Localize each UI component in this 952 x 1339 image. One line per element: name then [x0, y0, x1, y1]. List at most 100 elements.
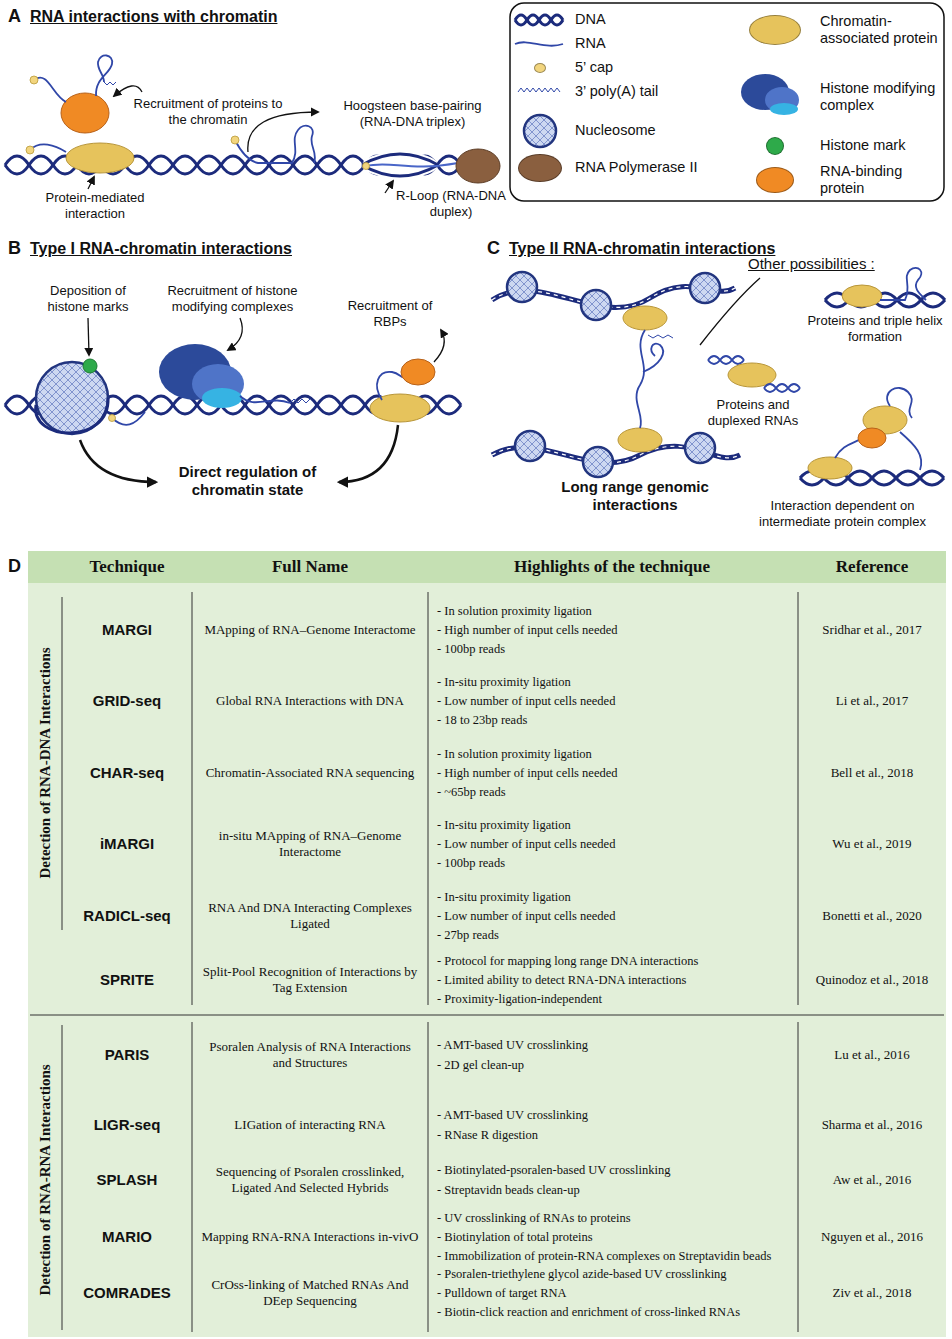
reference: Quinodoz et al., 2018 — [802, 972, 942, 988]
highlight-item: - In solution proximity ligation — [437, 747, 592, 762]
technique-name: CHAR-seq — [65, 764, 189, 782]
highlight-item: - Psoralen-triethylene glycol azide-base… — [437, 1267, 727, 1282]
highlight-item: - Immobilization of protein-RNA complexe… — [437, 1249, 771, 1264]
full-name: in-situ MApping of RNA–Genome Interactom… — [200, 828, 420, 859]
legend-label: RNA Polymerase II — [575, 159, 735, 176]
panel-title: Type I RNA-chromatin interactions — [30, 239, 292, 258]
highlight-item: - In solution proximity ligation — [437, 604, 592, 619]
reference: Wu et al., 2019 — [802, 836, 942, 852]
full-name: MApping of RNA–Genome Interactome — [200, 622, 420, 638]
technique-name: GRID-seq — [65, 692, 189, 710]
legend-label: Chromatin-associated protein — [820, 13, 942, 48]
technique-name: SPLASH — [65, 1171, 189, 1189]
highlight-item: - Biotinylated-psoralen-based UV crossli… — [437, 1163, 670, 1178]
reference: Aw et al., 2016 — [802, 1172, 942, 1188]
highlight-item: - Low number of input cells needed — [437, 837, 615, 852]
table-panel — [28, 551, 946, 1337]
legend-label: DNA — [575, 11, 735, 28]
highlight-item: - In-situ proximity ligation — [437, 675, 571, 690]
annotation: Proteins and duplexed RNAs — [698, 397, 808, 428]
technique-name: SPRITE — [65, 971, 189, 989]
reference: Sharma et al., 2016 — [802, 1117, 942, 1133]
highlight-item: - 2D gel clean-up — [437, 1058, 524, 1073]
full-name: LIGation of interacting RNA — [200, 1117, 420, 1133]
highlight-item: - Biotinylation of total proteins — [437, 1230, 593, 1245]
legend-swatch — [756, 167, 794, 193]
column-header: Technique — [90, 557, 165, 577]
legend-label: Histone mark — [820, 137, 942, 154]
full-name: Mapping RNA-RNA Interactions in-vivO — [200, 1229, 420, 1245]
reference: Bell et al., 2018 — [802, 765, 942, 781]
legend-label: RNA-binding protein — [820, 163, 942, 198]
highlight-item: - AMT-based UV crosslinking — [437, 1108, 588, 1123]
section-label: Detection of RNA-DNA Interactions — [36, 598, 54, 928]
section-label: Detection of RNA-RNA Interactions — [36, 1015, 54, 1339]
legend-swatch — [766, 137, 784, 155]
highlight-item: - 100bp reads — [437, 642, 505, 657]
full-name: RNA And DNA Interacting Complexes Ligate… — [200, 900, 420, 931]
highlight-item: - RNase R digestion — [437, 1128, 538, 1143]
table-header-bar — [28, 551, 946, 583]
legend-swatch — [749, 15, 801, 45]
annotation: Deposition of histone marks — [28, 283, 148, 314]
highlight-item: - Pulldown of target RNA — [437, 1286, 567, 1301]
technique-name: iMARGI — [65, 835, 189, 853]
reference: Li et al., 2017 — [802, 693, 942, 709]
legend-label: 3’ poly(A) tail — [575, 83, 735, 100]
full-name: Split-Pool Recognition of Interactions b… — [200, 964, 420, 995]
legend-swatch — [534, 63, 546, 73]
highlight-item: - Low number of input cells needed — [437, 909, 615, 924]
technique-name: MARGI — [65, 621, 189, 639]
highlight-item: - Protocol for mapping long range DNA in… — [437, 954, 698, 969]
panel-letter: A — [8, 6, 21, 28]
full-name: Chromatin-Associated RNA sequencing — [200, 765, 420, 781]
technique-name: LIGR-seq — [65, 1116, 189, 1134]
annotation: Interaction dependent on intermediate pr… — [735, 498, 950, 529]
highlight-item: - AMT-based UV crosslinking — [437, 1038, 588, 1053]
legend-label: RNA — [575, 35, 735, 52]
annotation: Protein-mediated interaction — [25, 190, 165, 221]
legend-swatch — [518, 154, 562, 182]
annotation: Long range genomic interactions — [555, 478, 715, 514]
highlight-item: - UV crosslinking of RNAs to proteins — [437, 1211, 631, 1226]
reference: Lu et al., 2016 — [802, 1047, 942, 1063]
panel-title: Type II RNA-chromatin interactions — [509, 239, 775, 258]
technique-name: COMRADES — [65, 1284, 189, 1302]
legend-label: 5’ cap — [575, 59, 735, 76]
full-name: Global RNA Interactions with DNA — [200, 693, 420, 709]
annotation: Hoogsteen base-pairing (RNA-DNA triplex) — [325, 98, 500, 129]
legend-label: Nucleosome — [575, 122, 735, 139]
panel-letter: B — [8, 238, 21, 260]
reference: Sridhar et al., 2017 — [802, 622, 942, 638]
column-header: Highlights of the technique — [514, 557, 710, 577]
legend-box — [510, 3, 944, 201]
annotation: Proteins and triple helix formation — [805, 313, 945, 344]
highlight-item: - 18 to 23bp reads — [437, 713, 527, 728]
annotation: Recruitment of proteins to the chromatin — [128, 96, 288, 127]
highlight-item: - High number of input cells needed — [437, 766, 618, 781]
reference: Bonetti et al., 2020 — [802, 908, 942, 924]
full-name: Psoralen Analysis of RNA Interactions an… — [200, 1039, 420, 1070]
highlight-item: - Low number of input cells needed — [437, 694, 615, 709]
highlight-item: - In-situ proximity ligation — [437, 818, 571, 833]
reference: Ziv et al., 2018 — [802, 1285, 942, 1301]
highlight-item: - 100bp reads — [437, 856, 505, 871]
technique-name: MARIO — [65, 1228, 189, 1246]
reference: Nguyen et al., 2016 — [802, 1229, 942, 1245]
technique-name: PARIS — [65, 1046, 189, 1064]
highlight-item: - Biotin-click reaction and enrichment o… — [437, 1305, 740, 1320]
column-header: Full Name — [272, 557, 348, 577]
full-name: CrOss-linking of Matched RNAs And DEep S… — [200, 1277, 420, 1308]
annotation: Recruitment of histone modifying complex… — [150, 283, 315, 314]
highlight-item: - High number of input cells needed — [437, 623, 618, 638]
highlight-item: - ~65bp reads — [437, 785, 506, 800]
annotation: Other possibilities : — [748, 255, 875, 273]
column-header: Reference — [836, 557, 908, 577]
annotation: R-Loop (RNA-DNA duplex) — [392, 188, 510, 219]
panel-letter: C — [487, 238, 500, 260]
highlight-item: - In-situ proximity ligation — [437, 890, 571, 905]
annotation: Direct regulation of chromatin state — [165, 463, 330, 499]
full-name: Sequencing of Psoralen crosslinked, Liga… — [200, 1164, 420, 1195]
highlight-item: - Streptavidn beads clean-up — [437, 1183, 580, 1198]
highlight-item: - 27bp reads — [437, 928, 499, 943]
